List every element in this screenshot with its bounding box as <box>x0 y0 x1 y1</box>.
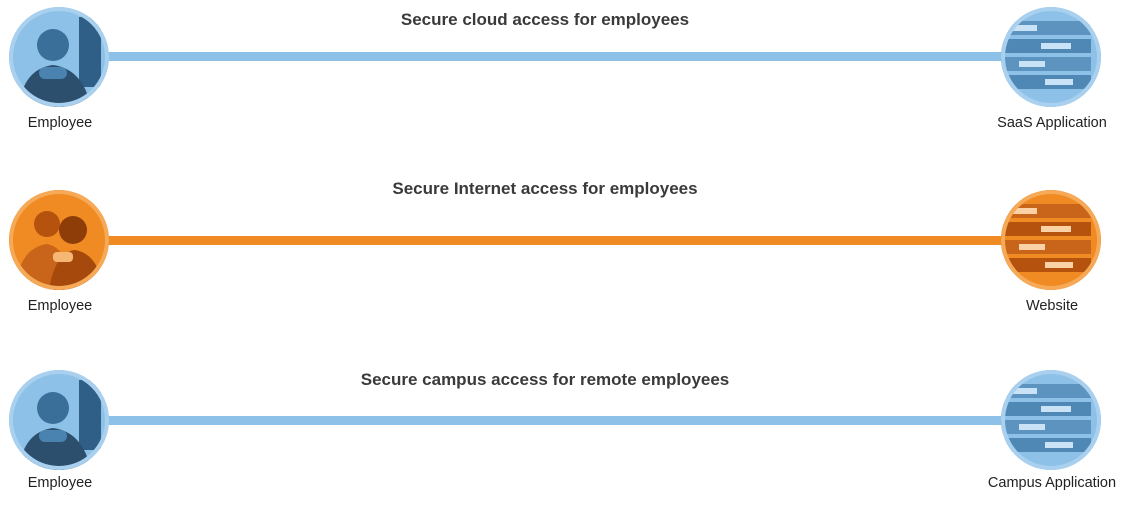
employee-photo-icon <box>9 370 109 470</box>
source-label: Employee <box>27 475 93 491</box>
connector-line <box>108 416 1004 425</box>
target-label: Website <box>1025 298 1079 314</box>
server-rack-icon <box>1001 7 1101 107</box>
flow-title: Secure campus access for remote employee… <box>360 370 730 389</box>
flow-row-cloud: Secure cloud access for employees Employ… <box>0 7 1133 170</box>
server-rack-icon <box>1001 370 1101 470</box>
employee-photo-icon <box>9 7 109 107</box>
target-label: Campus Application <box>987 475 1117 491</box>
target-label: SaaS Application <box>997 115 1107 131</box>
flow-row-internet: Secure Internet access for employees Emp… <box>0 179 1133 339</box>
flow-row-campus: Secure campus access for remote employee… <box>0 370 1133 530</box>
source-label: Employee <box>27 298 93 314</box>
flow-title: Secure Internet access for employees <box>392 179 698 198</box>
flow-title: Secure cloud access for employees <box>400 10 690 29</box>
source-label: Employee <box>27 115 93 131</box>
connector-line <box>108 52 1004 61</box>
employees-photo-icon <box>9 190 109 290</box>
server-rack-icon <box>1001 190 1101 290</box>
connector-line <box>108 236 1004 245</box>
